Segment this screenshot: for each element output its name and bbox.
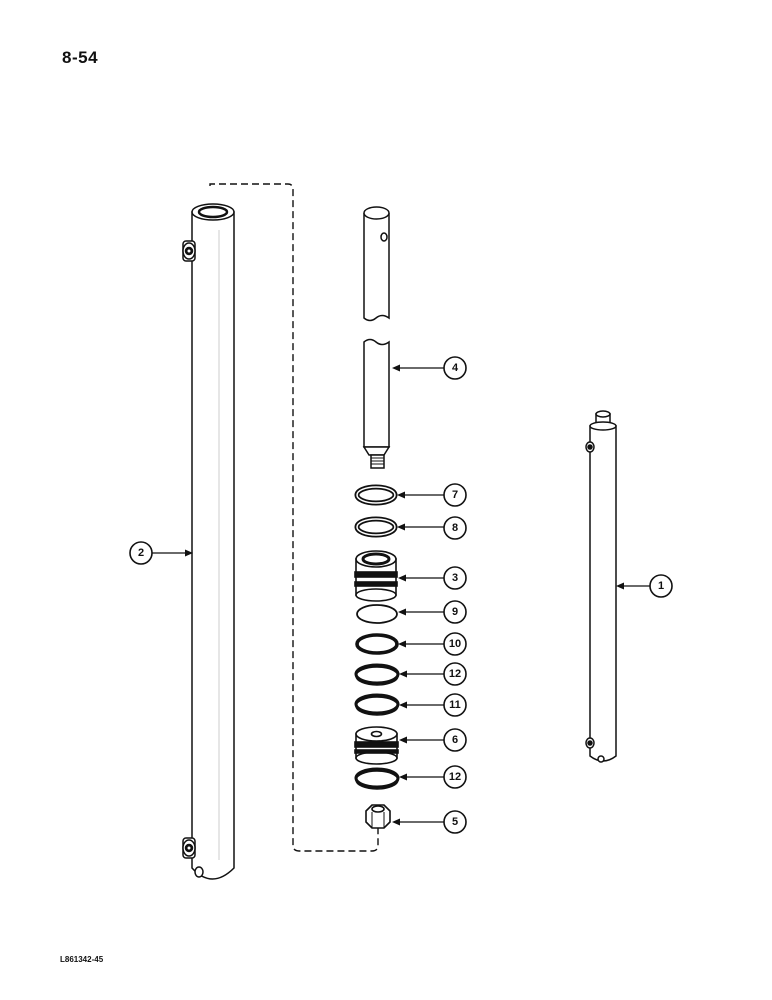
- callout-2: 2: [138, 547, 144, 559]
- callout-12-lower: 12: [449, 771, 461, 783]
- page-number: 8-54: [62, 48, 99, 67]
- callout-3: 3: [452, 572, 458, 584]
- piston-rod-icon: [362, 206, 391, 469]
- assembled-cylinder-icon: [585, 410, 617, 763]
- piston-icon: [354, 726, 399, 765]
- callout-11: 11: [449, 699, 461, 711]
- gland-icon: [354, 550, 398, 602]
- drawing-code: L861342-45: [60, 955, 104, 964]
- leader-lines: [152, 364, 650, 826]
- ring-icon: [354, 484, 400, 790]
- assembly-path-line: [209, 183, 379, 852]
- callout-12-upper: 12: [449, 668, 461, 680]
- nut-icon: [365, 804, 391, 829]
- callout-10: 10: [449, 638, 461, 650]
- cylinder-barrel-icon: [182, 203, 235, 880]
- callout-7: 7: [452, 489, 458, 501]
- callout-8: 8: [452, 522, 458, 534]
- callout-5: 5: [452, 816, 458, 828]
- callout-4: 4: [452, 362, 459, 374]
- callout-1: 1: [658, 580, 664, 592]
- callout-6: 6: [452, 734, 458, 746]
- callout-9: 9: [452, 606, 458, 618]
- callout-circles: [129, 356, 673, 834]
